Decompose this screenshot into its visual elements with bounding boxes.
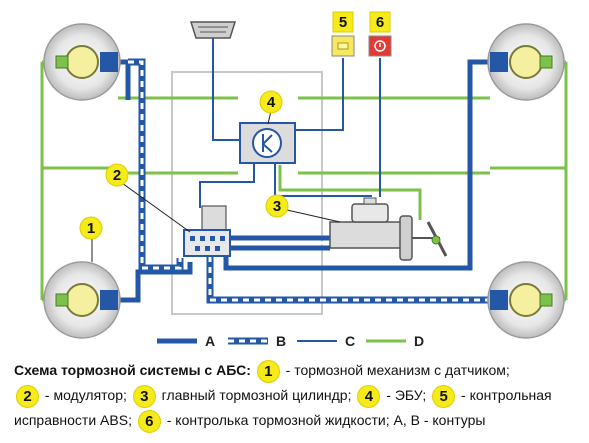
legend-b-label: B <box>276 333 286 349</box>
ecu-icon <box>239 122 296 164</box>
caption-badge-4: 4 <box>357 384 381 408</box>
wheel-sensor-icon <box>55 293 69 307</box>
brake-system-diagram: 1 2 3 4 5 6 A B C D <box>40 11 568 349</box>
caption-badge-5: 5 <box>432 384 456 408</box>
callout-2: 2 <box>105 163 129 187</box>
svg-text:4: 4 <box>267 94 276 111</box>
modulator-icon <box>183 205 231 257</box>
callout-6: 6 <box>369 11 391 33</box>
module-frame <box>171 71 323 315</box>
callout-5: 5 <box>332 11 354 33</box>
caption-badge-3: 3 <box>132 384 156 408</box>
wheel-brake-icon <box>487 261 565 339</box>
wheel-sensor-icon <box>539 293 553 307</box>
wheel-brake-icon <box>487 23 565 101</box>
caption-line-3: исправности ABS; 6 - контролька тормозно… <box>14 408 584 433</box>
wheel-brake-icon <box>43 23 121 101</box>
wheel-sensor-icon <box>55 55 69 69</box>
svg-text:5: 5 <box>339 14 347 31</box>
caption-item-4: - ЭБУ; <box>382 387 431 403</box>
caption-badge-6: 6 <box>137 409 161 433</box>
callout-1: 1 <box>79 216 103 240</box>
legend-a-label: A <box>205 333 215 349</box>
brake-pedal-icon <box>412 221 448 257</box>
contour-a <box>118 59 492 303</box>
caption-title: Схема тормозной системы с АБС: <box>14 362 251 378</box>
wheel-brake-icon <box>43 261 121 339</box>
caption-badge-1: 1 <box>256 359 280 383</box>
brake-fluid-lamp-icon <box>368 35 392 57</box>
figure-caption: Схема тормозной системы с АБС: 1 - тормо… <box>14 358 584 433</box>
leader-lines <box>91 110 341 262</box>
caption-item-1: - тормозной механизм с датчиком; <box>281 362 510 378</box>
caption-badge-2: 2 <box>16 384 39 408</box>
svg-text:6: 6 <box>376 14 384 31</box>
legend-d-label: D <box>414 333 424 349</box>
master-cylinder-icon <box>329 197 413 261</box>
caption-item-5-cont: исправности ABS; <box>14 412 136 428</box>
caption-item-6: - контролька тормозной жидкости; А, В - … <box>162 412 486 428</box>
diagnostic-connector-icon <box>189 21 237 39</box>
legend: A B C D <box>157 333 424 349</box>
wheel-sensor-icon <box>539 55 553 69</box>
caption-item-3: главный тормозной цилиндр; <box>157 387 356 403</box>
caption-item-2: - модулятор; <box>41 387 131 403</box>
svg-text:3: 3 <box>273 198 281 215</box>
contour-b <box>128 58 492 304</box>
legend-c-label: C <box>345 333 355 349</box>
caption-line-1: Схема тормозной системы с АБС: 1 - тормо… <box>14 358 584 383</box>
abs-lamp-icon <box>331 35 355 57</box>
svg-text:1: 1 <box>87 220 95 237</box>
caption-item-5: - контрольная <box>457 387 552 403</box>
caption-line-2: 2 - модулятор; 3 главный тормозной цилин… <box>14 383 584 408</box>
callout-4: 4 <box>259 90 283 114</box>
svg-text:2: 2 <box>113 167 121 184</box>
callout-3: 3 <box>265 194 289 218</box>
